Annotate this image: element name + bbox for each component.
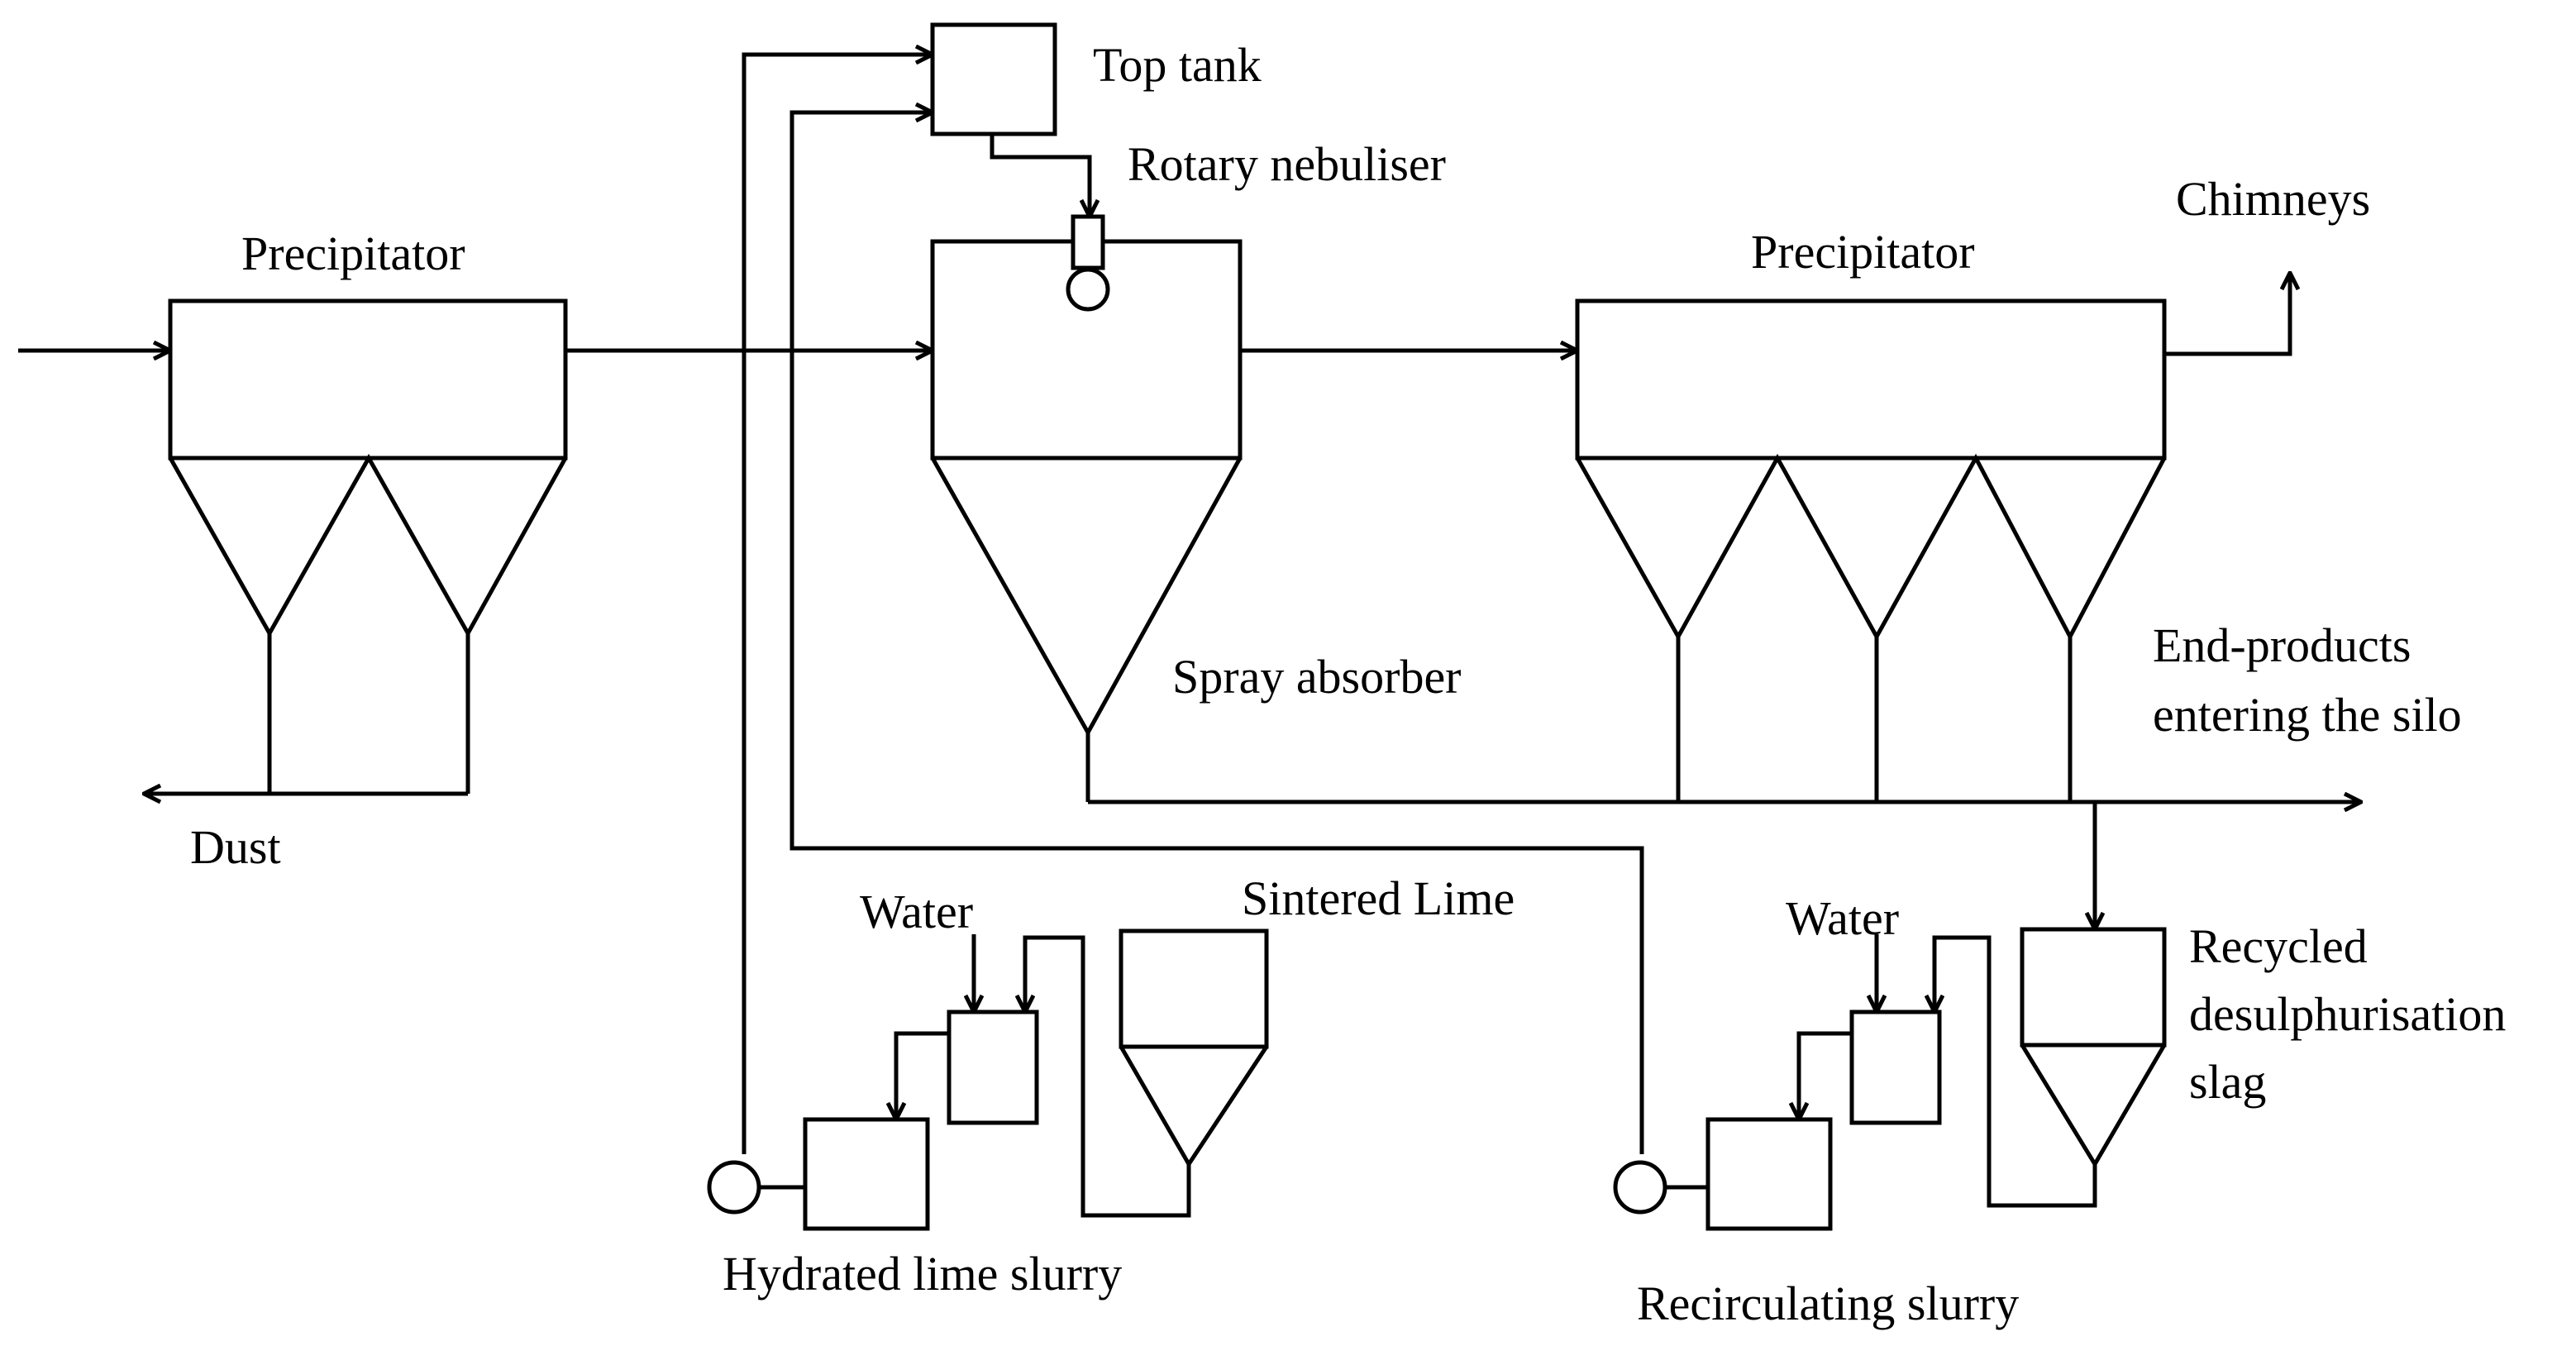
hydrated-lime-pump: [707, 1160, 761, 1215]
precipitator-left-label: Precipitator: [241, 227, 465, 280]
spray-absorber: [930, 239, 1243, 802]
end-products-label-line2: entering the silo: [2153, 688, 2462, 742]
recirculating-slurry-supply-line: [789, 112, 1644, 1154]
precipitator-left: [168, 298, 568, 796]
lime-mixer: [947, 1010, 1039, 1125]
top-tank: [930, 22, 1057, 136]
recycled-slag-label-line3: slag: [2189, 1055, 2266, 1109]
recirculating-slurry-tank: [1705, 1117, 1833, 1231]
chimney-outlet-arrow: [2164, 273, 2290, 356]
recycled-slag-label-line2: desulphurisation: [2189, 987, 2506, 1041]
slurry-mixer: [1849, 1010, 1942, 1125]
hydrated-lime-supply-line: [742, 55, 933, 1154]
end-products-label-line1: End-products: [2153, 618, 2411, 672]
recirculating-slurry-label: Recirculating slurry: [1637, 1277, 2019, 1330]
hydrated-lime-slurry-label: Hydrated lime slurry: [723, 1247, 1122, 1301]
sintered-lime-silo: [1119, 928, 1269, 1168]
top-tank-to-nebuliser-line: [990, 134, 1090, 217]
sintered-lime-label: Sintered Lime: [1242, 871, 1515, 925]
rotary-nebuliser-label: Rotary nebuliser: [1128, 137, 1446, 191]
dust-label: Dust: [190, 820, 281, 874]
top-tank-label: Top tank: [1093, 38, 1262, 92]
water-left-label: Water: [860, 885, 973, 938]
spray-absorber-label: Spray absorber: [1172, 650, 1462, 704]
rotary-nebuliser: [1066, 214, 1110, 312]
recycled-slag-label-line1: Recycled: [2189, 919, 2368, 973]
recirculating-pump: [1613, 1160, 1667, 1215]
precipitator-right: [1575, 298, 2167, 802]
precipitator-right-label: Precipitator: [1751, 225, 1975, 279]
chimneys-label: Chimneys: [2176, 172, 2370, 226]
recycled-slag-silo: [2020, 927, 2167, 1168]
hydrated-lime-tank: [803, 1117, 930, 1231]
water-right-label: Water: [1786, 891, 1899, 945]
